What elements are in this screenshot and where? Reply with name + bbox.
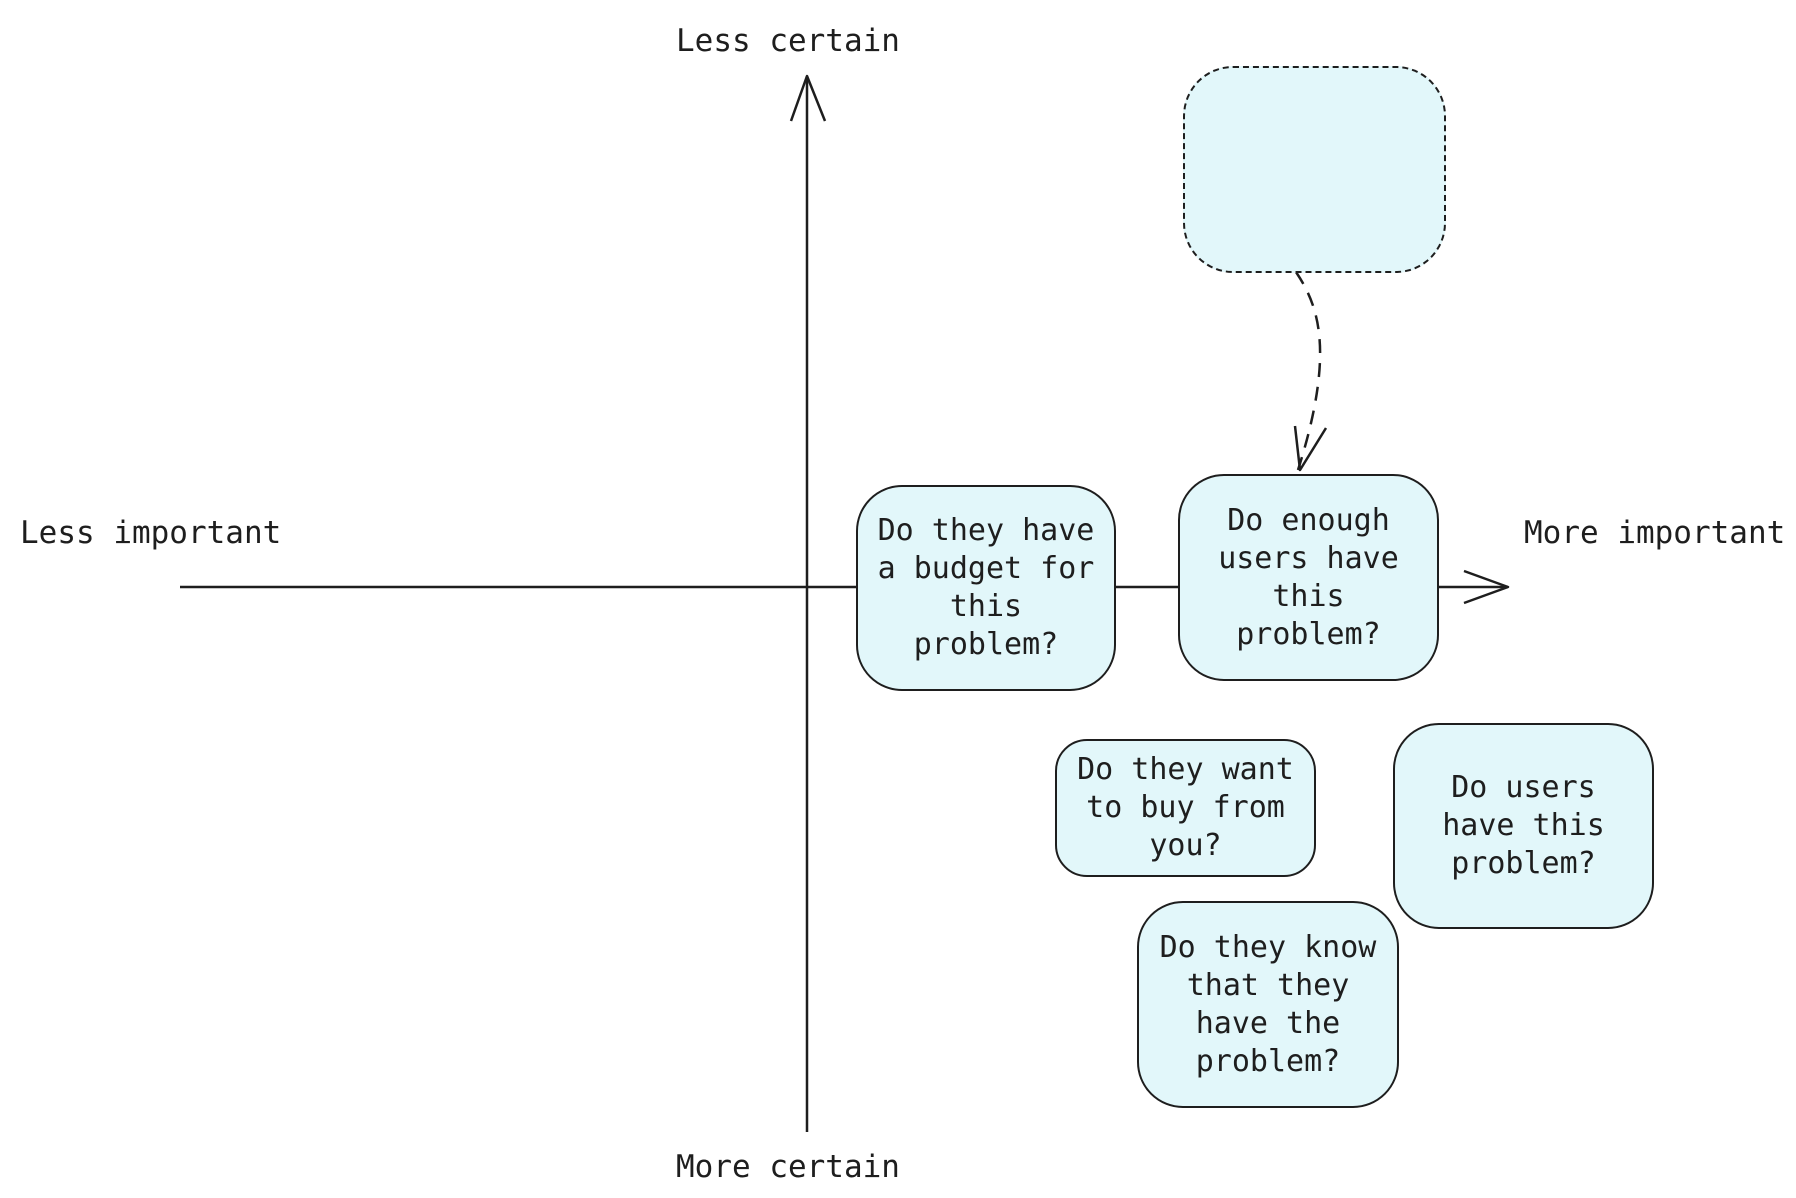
dashed-arrow bbox=[1294, 271, 1322, 471]
card-budget-text: Do they have a budget for this problem? bbox=[877, 513, 1095, 662]
card-want-to-buy-text: Do they want to buy from you? bbox=[1077, 752, 1294, 863]
card-enough-users[interactable]: Do enough users have this problem? bbox=[1178, 474, 1439, 681]
horizontal-axis-arrowhead bbox=[1463, 569, 1510, 605]
empty-dashed-card[interactable] bbox=[1183, 66, 1446, 273]
card-users-have[interactable]: Do users have this problem? bbox=[1393, 723, 1654, 929]
right-axis-label: More important bbox=[1524, 515, 1786, 551]
left-axis-label: Less important bbox=[20, 515, 282, 551]
card-enough-users-text: Do enough users have this problem? bbox=[1218, 502, 1399, 652]
card-want-to-buy[interactable]: Do they want to buy from you? bbox=[1055, 739, 1316, 877]
card-budget[interactable]: Do they have a budget for this problem? bbox=[856, 485, 1116, 691]
card-know-problem-text: Do they know that they have the problem? bbox=[1159, 929, 1377, 1079]
vertical-axis-arrowhead bbox=[789, 74, 827, 122]
top-axis-label: Less certain bbox=[676, 23, 900, 59]
card-know-problem[interactable]: Do they know that they have the problem? bbox=[1137, 901, 1399, 1108]
card-users-have-text: Do users have this problem? bbox=[1442, 770, 1605, 881]
bottom-axis-label: More certain bbox=[676, 1149, 900, 1185]
dashed-arrow-head bbox=[1293, 425, 1328, 472]
